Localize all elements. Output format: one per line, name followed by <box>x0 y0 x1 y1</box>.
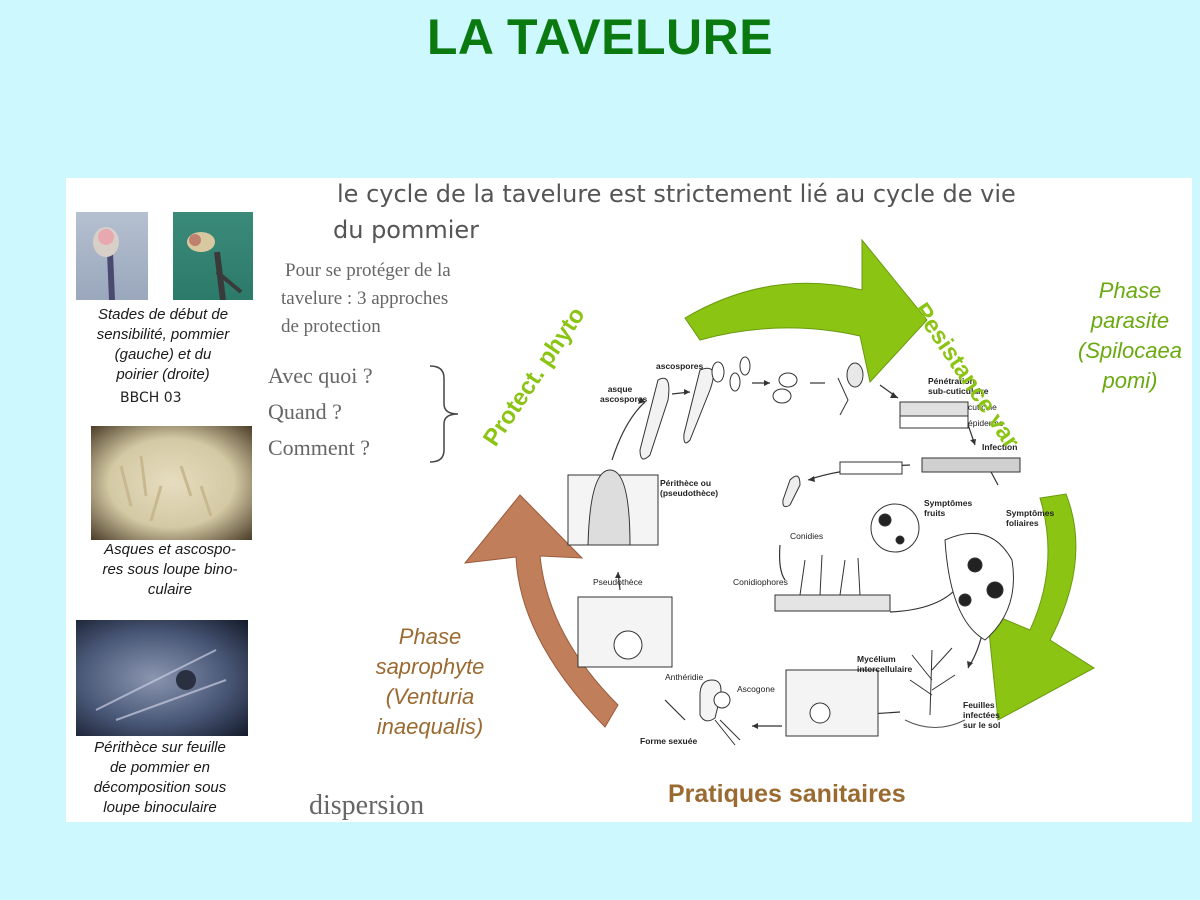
caption-perithece: Périthèce sur feuille de pommier en déco… <box>70 738 250 818</box>
caption-line: poirier (droite) <box>116 366 210 383</box>
label-mycelium: Mycélium intercellulaire <box>857 654 912 674</box>
phase-line: inaequalis) <box>376 714 484 739</box>
label-line: Périthèce ou <box>660 478 712 488</box>
label-penetration: Pénétration sub-cuticulaire <box>928 376 988 396</box>
caption-line: res sous loupe bino- <box>102 561 238 578</box>
asques-photo <box>91 426 252 540</box>
label-epiderme: épiderme <box>968 418 1004 428</box>
label-line: ascospores <box>600 394 648 404</box>
green-arrow-right <box>986 493 1095 721</box>
label-line: (pseudothèce) <box>660 488 719 498</box>
caption-line: culaire <box>147 581 193 598</box>
question-item: Comment ? <box>268 435 371 460</box>
label-ascogone: Ascogone <box>737 684 775 694</box>
label-conidies: Conidies <box>790 531 824 541</box>
label-line: foliaires <box>1006 518 1039 528</box>
label-line: infectées <box>963 710 1000 720</box>
caption-line: Périthèce sur feuille <box>94 739 226 756</box>
caption-line: Stades de début de <box>97 306 229 323</box>
apple-bud-photo <box>76 212 148 300</box>
label-line: Symptômes <box>924 498 973 508</box>
label-line: asque <box>607 384 633 394</box>
caption-line: Asques et ascospo- <box>104 541 236 558</box>
caption-line: sensibilité, pommier <box>96 326 230 343</box>
caption-line: loupe binoculaire <box>103 799 217 816</box>
page-title: LA TAVELURE <box>426 9 774 65</box>
pear-bud-photo <box>173 212 253 300</box>
label-forme-sexuee: Forme sexuée <box>640 736 698 746</box>
questions-brace <box>429 365 459 463</box>
label-symptomes-foliaires: Symptômes foliaires <box>1006 508 1054 528</box>
label-antheridie: Anthéridie <box>665 672 704 682</box>
protection-line: tavelure : 3 approches <box>281 288 449 309</box>
question-item: Avec quoi ? <box>268 363 373 388</box>
phase-line: Phase <box>398 624 462 649</box>
label-ascospores: ascospores <box>656 361 704 371</box>
label-cuticule: cuticule <box>968 402 997 412</box>
dispersion-label: dispersion <box>309 790 425 821</box>
protection-line: Pour se protéger de la <box>285 260 451 281</box>
phase-line: (Spilocaea <box>1078 338 1182 363</box>
caption-bbch: BBCH 03 <box>120 390 182 406</box>
label-line: Symptômes <box>1006 508 1055 518</box>
label-line: sur le sol <box>963 720 1001 730</box>
label-feuilles: Feuilles infectées sur le sol <box>963 700 1000 730</box>
caption-line: (gauche) et du <box>114 346 212 363</box>
protection-text: Pour se protéger de la tavelure : 3 appr… <box>281 257 451 341</box>
caption-asques: Asques et ascospo- res sous loupe bino- … <box>70 540 270 600</box>
label-perithece: Périthèce ou (pseudothèce) <box>660 478 718 498</box>
label-line: Feuilles <box>963 700 995 710</box>
intro-line2: du pommier <box>333 216 480 244</box>
phase-saprophyte: Phase saprophyte (Venturia inaequalis) <box>355 622 505 742</box>
green-arrow-top <box>684 238 928 384</box>
label-line: fruits <box>924 508 946 518</box>
label-conidiophores: Conidiophores <box>733 577 788 587</box>
label-asque: asque ascospores <box>600 384 648 404</box>
caption-stades: Stades de début de sensibilité, pommier … <box>70 305 256 385</box>
question-item: Quand ? <box>268 399 342 424</box>
phase-line: saprophyte <box>375 654 485 679</box>
label-pratiques-sanitaires: Pratiques sanitaires <box>668 780 906 808</box>
protection-line: de protection <box>281 316 381 337</box>
label-line: Mycélium <box>857 654 896 664</box>
phase-line: (Venturia <box>385 684 475 709</box>
phase-line: pomi) <box>1102 368 1158 393</box>
label-line: sub-cuticulaire <box>928 386 989 396</box>
label-pseudothece: Pseudothèce <box>593 577 643 587</box>
questions-list: Avec quoi ? Quand ? Comment ? <box>268 358 373 466</box>
phase-line: parasite <box>1090 308 1170 333</box>
phase-line: Phase <box>1098 278 1162 303</box>
label-line: intercellulaire <box>857 664 913 674</box>
perithece-photo <box>76 620 248 736</box>
label-line: Pénétration <box>928 376 975 386</box>
label-symptomes-fruits: Symptômes fruits <box>924 498 972 518</box>
intro-line1: le cycle de la tavelure est strictement … <box>337 180 1016 208</box>
caption-line: décomposition sous <box>93 779 227 796</box>
label-infection: Infection <box>982 442 1018 452</box>
phase-parasite: Phase parasite (Spilocaea pomi) <box>1060 276 1200 396</box>
caption-line: de pommier en <box>109 759 211 776</box>
